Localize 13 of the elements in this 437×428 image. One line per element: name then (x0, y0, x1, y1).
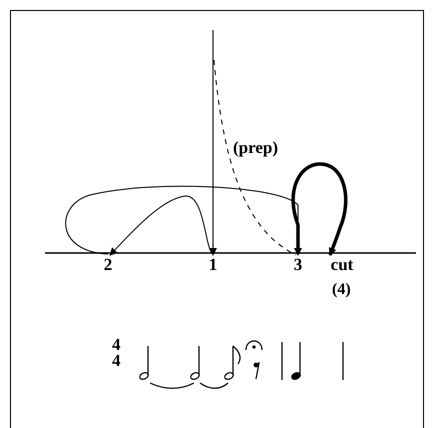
arrow (209, 30, 217, 256)
edge-label: (prep) (233, 138, 278, 158)
beat-label: 1 (208, 255, 218, 275)
time-signature-digit: 4 (112, 336, 120, 353)
arrow (291, 162, 348, 256)
arrow (109, 196, 214, 256)
beat-label: 2 (102, 255, 114, 275)
dashed-path (214, 60, 296, 256)
beat-label: cut (330, 255, 354, 275)
time-signature-digit: 4 (112, 352, 120, 369)
arrow (65, 186, 302, 256)
beat-label: 3 (292, 255, 304, 275)
beat-number: (4) (332, 280, 351, 300)
